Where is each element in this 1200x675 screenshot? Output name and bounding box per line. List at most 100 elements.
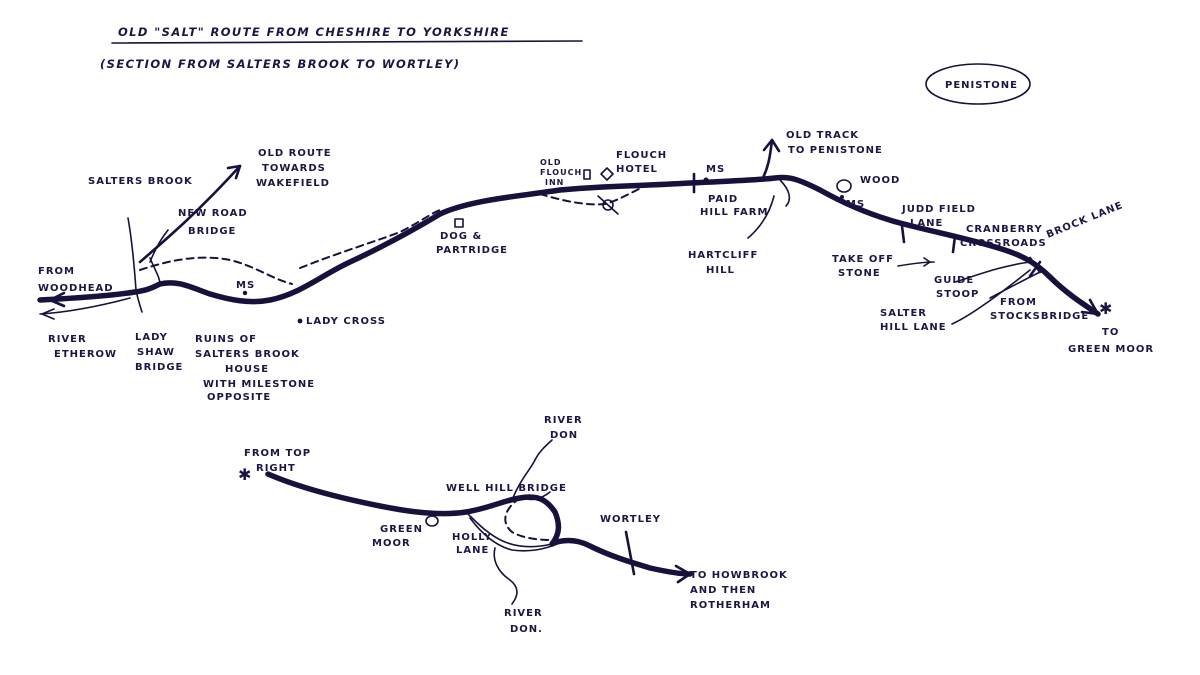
holly-lane-line-a [465, 511, 553, 548]
well-hill-bridge-marker [519, 491, 551, 501]
label-green-moor-upper: GREEN MOOR [1068, 344, 1154, 355]
penistone-oval [925, 63, 1031, 105]
label-stocksbridge: STOCKSBRIDGE [990, 311, 1089, 322]
label-hill: HILL [706, 265, 735, 276]
label-cranberry: CRANBERRY [966, 224, 1043, 235]
woodhead-arrowhead [48, 291, 66, 308]
label-holly: HOLLY [452, 532, 492, 543]
label-etherow: ETHEROW [54, 349, 117, 360]
label-guide: GUIDE [934, 275, 974, 286]
new-road-bridge-stream [149, 257, 161, 285]
river-etherow-arrow [41, 308, 55, 320]
label-moor: MOOR [372, 538, 411, 549]
river-don-line-top [511, 439, 553, 501]
label-lady-bridge: BRIDGE [135, 362, 183, 373]
main-salt-route [37, 174, 1101, 317]
river-don-line-bottom [493, 547, 518, 605]
label-flouch-hotel-1: FLOUCH [616, 150, 667, 161]
label-bridge: BRIDGE [188, 226, 236, 237]
label-wood: WOOD [860, 175, 900, 186]
old-route-wakefield-line [138, 164, 242, 264]
take-off-stone-arrow [923, 257, 931, 267]
label-river: RIVER [48, 334, 87, 345]
label-ms-1: MS [236, 280, 255, 291]
label-rotherham: ROTHERHAM [690, 600, 771, 611]
label-inn: INN [545, 178, 564, 187]
holly-lane-line-b [469, 517, 553, 552]
label-river-top: RIVER [544, 415, 583, 426]
lower-route-arrowhead [674, 564, 692, 584]
stocksbridge-line [989, 271, 1041, 299]
label-and-then: AND THEN [690, 585, 756, 596]
lady-cross-marker [297, 318, 303, 324]
ms-marker-2 [703, 177, 709, 183]
label-from: FROM [38, 266, 75, 277]
old-track-branch [779, 179, 791, 207]
take-off-stone-pointer [897, 261, 935, 267]
lower-route-section: ✱ FROM TOP RIGHT RIVER DON WELL HILL BRI… [238, 415, 788, 635]
label-dog: DOG & [440, 231, 482, 242]
label-wortley: WORTLEY [600, 514, 661, 525]
label-ruins-1: RUINS OF [195, 334, 257, 345]
old-road-dashed-lower [504, 497, 553, 541]
label-hill-farm: HILL FARM [700, 207, 768, 218]
salters-brook-stream [127, 217, 143, 313]
label-crossroads: CROSSROADS [960, 238, 1047, 249]
label-lady-cross: LADY CROSS [306, 316, 386, 327]
label-flouch-hotel-2: HOTEL [616, 164, 658, 175]
old-road-dashed-loop [139, 256, 293, 285]
judd-field-lane-tick [900, 224, 906, 244]
brock-lane-tick-2 [1028, 260, 1042, 278]
label-salter: SALTER [880, 308, 927, 319]
label-ruins-5: OPPOSITE [207, 392, 271, 403]
label-holly-lane: LANE [456, 545, 489, 556]
label-stone: STONE [838, 268, 881, 279]
dog-partridge-marker [454, 218, 464, 228]
label-to-howbrook: TO HOWBROOK [690, 570, 788, 581]
label-lady: LADY [135, 332, 168, 343]
old-route-arrowhead [226, 164, 242, 180]
flouch-crossroad-a [597, 195, 619, 215]
label-new-road: NEW ROAD [178, 208, 248, 219]
wood-marker [836, 179, 852, 193]
cranberry-tick [951, 234, 957, 254]
wortley-tick [624, 530, 636, 576]
label-old: OLD [540, 158, 562, 167]
label-lane: LANE [910, 218, 943, 229]
label-hill-lane: HILL LANE [880, 322, 947, 333]
old-road-dashed-flouch [539, 183, 651, 206]
flouch-hotel-marker [600, 167, 614, 181]
label-don-top: DON [550, 430, 578, 441]
label-ruins-3: HOUSE [225, 364, 269, 375]
label-don-bottom: DON. [510, 624, 543, 635]
label-to-penistone: TO PENISTONE [788, 145, 883, 156]
green-moor-arrowhead [1080, 298, 1100, 316]
lower-main-route [265, 471, 693, 577]
map-title: OLD "SALT" ROUTE FROM CHESHIRE TO YORKSH… [100, 25, 583, 71]
hartcliff-pointer [747, 195, 775, 239]
title-line1: OLD "SALT" ROUTE FROM CHESHIRE TO YORKSH… [118, 25, 510, 39]
label-to: TO [1102, 327, 1119, 338]
label-river-bottom: RIVER [504, 608, 543, 619]
label-ruins-4: WITH MILESTONE [203, 379, 315, 390]
flouch-roundabout [602, 199, 614, 211]
label-old-track: OLD TRACK [786, 130, 859, 141]
old-flouch-inn-marker [583, 169, 591, 180]
green-moor-marker [425, 515, 439, 527]
label-hartcliff: HARTCLIFF [688, 250, 758, 261]
river-etherow-line [39, 297, 131, 315]
label-old-route-1: OLD ROUTE [258, 148, 332, 159]
label-stoop: STOOP [936, 289, 979, 300]
label-paid: PAID [708, 194, 738, 205]
new-road-bridge-pointer [149, 229, 169, 263]
guide-stoop-pointer [954, 261, 1031, 283]
label-brock-lane: BROCK LANE [1045, 200, 1125, 241]
label-shaw: SHAW [137, 347, 175, 358]
label-from-top: FROM TOP [244, 448, 311, 459]
label-green: GREEN [380, 524, 423, 535]
penistone-label: PENISTONE [945, 80, 1018, 91]
title-underline [111, 40, 583, 44]
label-old-route-3: WAKEFIELD [256, 178, 330, 189]
ms-marker-1 [242, 290, 248, 296]
